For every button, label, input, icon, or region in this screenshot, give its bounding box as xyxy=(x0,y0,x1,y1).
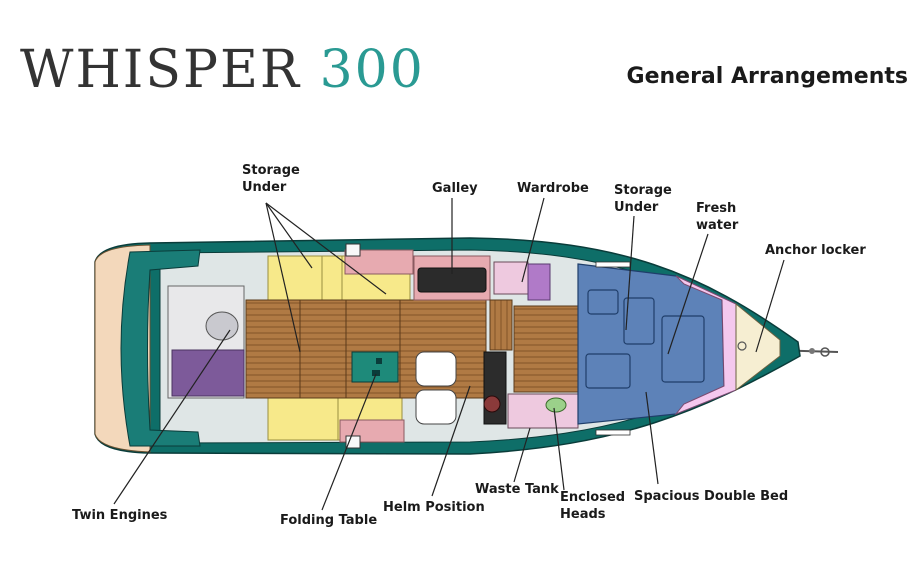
deck-hatch xyxy=(595,261,631,268)
label-enclosed-heads: Enclosed Heads xyxy=(560,490,626,522)
leader-helm-position xyxy=(431,385,471,497)
label-fresh-water: Fresh water xyxy=(696,201,739,233)
brand-name: WHISPER xyxy=(20,40,302,100)
page-subtitle: General Arrangements xyxy=(626,64,908,89)
label-waste-tank: Waste Tank xyxy=(475,482,559,497)
leader-storage-aft xyxy=(265,202,313,269)
folding-table xyxy=(351,351,399,383)
leader-anchor-locker xyxy=(755,259,785,353)
helm-console xyxy=(483,351,507,425)
engine-block xyxy=(171,349,245,397)
brand-logo: WHISPER 300 xyxy=(20,38,425,102)
leader-enclosed-heads xyxy=(553,407,565,491)
anchor-windlass xyxy=(737,341,747,351)
wardrobe-area xyxy=(493,261,529,295)
leader-storage-aft xyxy=(265,202,387,295)
brand-model-number: 300 xyxy=(319,40,425,100)
leader-storage-aft xyxy=(265,202,301,353)
leader-twin-engines xyxy=(113,329,231,505)
leader-waste-tank xyxy=(513,427,531,483)
label-storage-under-aft: Storage Under xyxy=(242,163,300,195)
aft-teal-bench xyxy=(120,249,201,447)
deck-hatch xyxy=(345,435,361,449)
leader-wardrobe xyxy=(521,197,545,283)
heads-compartment xyxy=(507,393,579,429)
heads-toilet xyxy=(545,397,567,413)
label-wardrobe: Wardrobe xyxy=(517,181,589,196)
label-spacious-double-bed: Spacious Double Bed xyxy=(634,489,789,504)
label-twin-engines: Twin Engines xyxy=(72,508,168,523)
leader-storage-fwd xyxy=(625,215,635,331)
engine-housing xyxy=(205,311,239,341)
helm-seat-back xyxy=(415,351,457,387)
leader-fresh-water xyxy=(667,233,709,355)
leader-lines xyxy=(113,197,785,511)
label-folding-table: Folding Table xyxy=(280,513,378,528)
deck-hatch xyxy=(595,429,631,436)
leader-folding-table xyxy=(321,373,377,511)
wardrobe-cabinet xyxy=(527,263,551,301)
label-helm-position: Helm Position xyxy=(383,500,485,515)
label-storage-under-fwd: Storage Under xyxy=(614,183,672,215)
deck-hatch xyxy=(345,243,361,257)
hull-drawing xyxy=(94,237,839,455)
companionway-steps xyxy=(489,299,513,351)
label-galley: Galley xyxy=(432,181,478,196)
leader-double-bed xyxy=(645,391,659,485)
label-anchor-locker: Anchor locker xyxy=(765,243,866,258)
helm-wheel xyxy=(483,395,501,413)
saloon-teak-floor xyxy=(513,305,579,393)
helm-seat-front xyxy=(415,389,457,425)
